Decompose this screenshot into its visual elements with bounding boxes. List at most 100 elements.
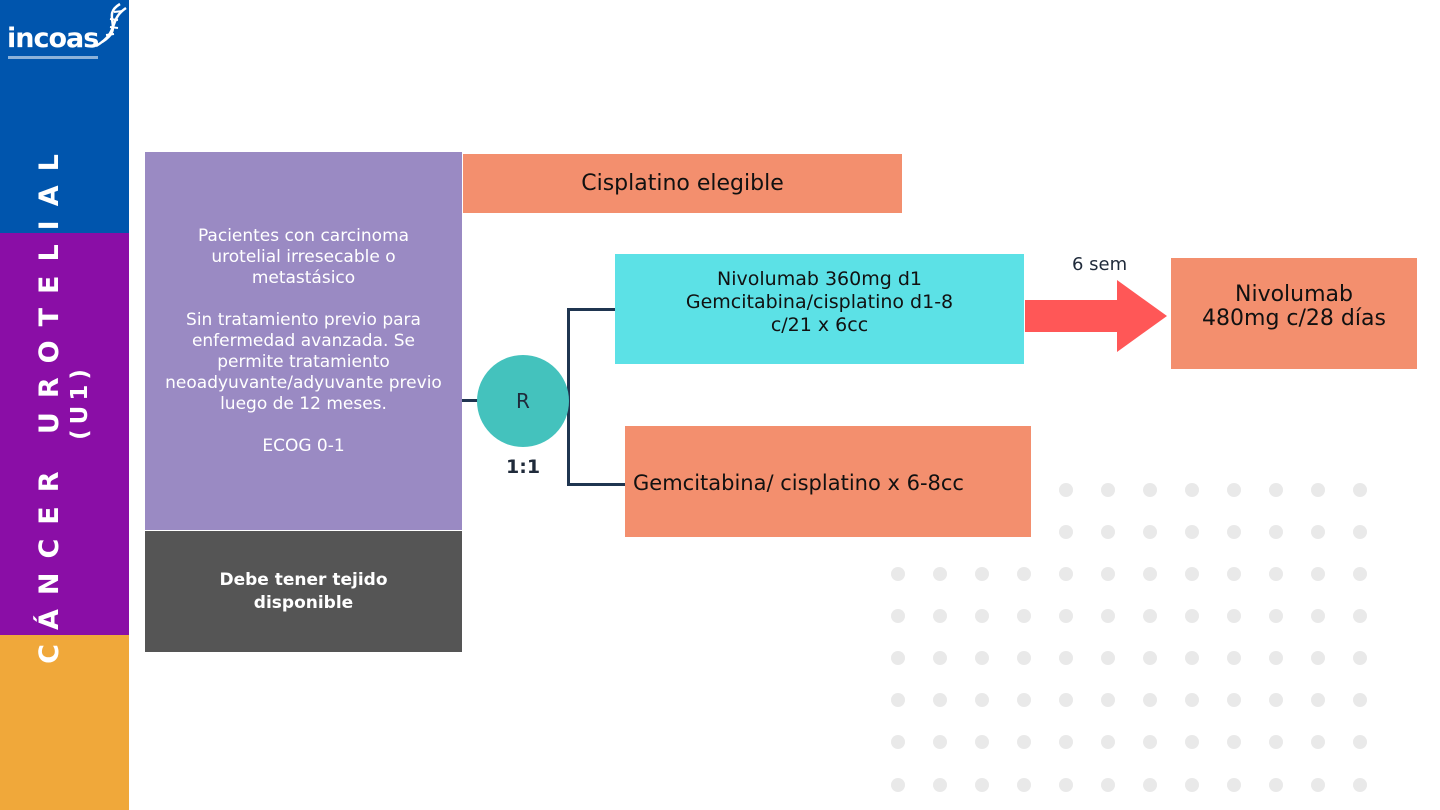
- population-text-3: ECOG 0-1: [262, 435, 345, 456]
- decorative-dot: [933, 651, 947, 665]
- maintenance-line: Nivolumab: [1235, 281, 1353, 307]
- decorative-dot: [1353, 609, 1367, 623]
- decorative-dot: [1017, 567, 1031, 581]
- decorative-dot: [1311, 525, 1325, 539]
- decorative-dot: [1311, 778, 1325, 792]
- decorative-dot: [1059, 735, 1073, 749]
- decorative-dot: [975, 735, 989, 749]
- decorative-dot: [1353, 525, 1367, 539]
- decorative-dot: [1017, 651, 1031, 665]
- decorative-dot: [891, 778, 905, 792]
- randomization-ratio: 1:1: [506, 456, 541, 478]
- decorative-dot: [1143, 651, 1157, 665]
- decorative-dot: [1185, 567, 1199, 581]
- decorative-dot: [1101, 483, 1115, 497]
- decorative-dot: [933, 778, 947, 792]
- decorative-dot: [1227, 609, 1241, 623]
- decorative-dot: [1017, 693, 1031, 707]
- decorative-dot: [933, 735, 947, 749]
- decorative-dot: [975, 567, 989, 581]
- decorative-dot: [891, 567, 905, 581]
- decorative-dot: [1017, 735, 1031, 749]
- decorative-dot: [1353, 693, 1367, 707]
- decorative-dot: [1227, 567, 1241, 581]
- decorative-dot: [1143, 525, 1157, 539]
- sidebar-title-line1: CÁNCER UROTELIAL: [34, 140, 65, 664]
- decorative-dot: [1269, 567, 1283, 581]
- decorative-dot: [1017, 778, 1031, 792]
- decorative-dot: [891, 693, 905, 707]
- decorative-dot: [1311, 609, 1325, 623]
- decorative-dot: [1101, 735, 1115, 749]
- decorative-dot: [1101, 778, 1115, 792]
- logo-tagline: [8, 56, 98, 59]
- decorative-dot: [1227, 735, 1241, 749]
- decorative-dot: [1017, 609, 1031, 623]
- arrow-right-icon: [1025, 280, 1167, 352]
- decorative-dot: [1227, 483, 1241, 497]
- connector-population-to-r: [462, 399, 478, 402]
- decorative-dot: [1185, 693, 1199, 707]
- decorative-dot: [1059, 525, 1073, 539]
- decorative-dot: [891, 651, 905, 665]
- decorative-dot: [891, 609, 905, 623]
- decorative-dot: [1269, 693, 1283, 707]
- decorative-dot: [1227, 693, 1241, 707]
- logo-text: incoas: [7, 23, 99, 54]
- connector-to-arm1: [567, 308, 615, 311]
- decorative-dot: [1101, 567, 1115, 581]
- dna-icon: [95, 2, 127, 48]
- population-text-2: Sin tratamiento previo para enfermedad a…: [165, 309, 442, 414]
- decorative-dot: [1101, 651, 1115, 665]
- decorative-dot: [1059, 567, 1073, 581]
- connector-to-arm2: [567, 483, 625, 486]
- decorative-dot: [1227, 525, 1241, 539]
- decorative-dot: [1059, 778, 1073, 792]
- sidebar-title-line2: (U1): [67, 364, 93, 440]
- decorative-dot: [975, 693, 989, 707]
- decorative-dot: [1353, 735, 1367, 749]
- decorative-dot: [1059, 651, 1073, 665]
- arm-control-box: Gemcitabina/ cisplatino x 6-8cc: [625, 426, 1031, 537]
- sidebar-title: CÁNCER UROTELIAL (U1): [34, 140, 94, 664]
- decorative-dot: [1311, 651, 1325, 665]
- decorative-dot: [1143, 778, 1157, 792]
- population-box: Pacientes con carcinoma urotelial irrese…: [145, 152, 462, 530]
- decorative-dot: [1353, 651, 1367, 665]
- arm-experimental-box: Nivolumab 360mg d1 Gemcitabina/cisplatin…: [615, 254, 1024, 364]
- decorative-dot: [1143, 693, 1157, 707]
- decorative-dot: [1143, 483, 1157, 497]
- tissue-box: Debe tener tejido disponible: [145, 531, 462, 652]
- decorative-dot: [1269, 735, 1283, 749]
- decorative-dot: [1185, 778, 1199, 792]
- sidebar-purple-band: [0, 233, 129, 635]
- decorative-dot: [933, 693, 947, 707]
- eligibility-box: Cisplatino elegible: [463, 154, 902, 213]
- decorative-dot: [1059, 693, 1073, 707]
- decorative-dot: [1353, 778, 1367, 792]
- decorative-dot: [1185, 525, 1199, 539]
- arm1-line: Nivolumab 360mg d1: [717, 267, 922, 290]
- sidebar-orange-band: [0, 635, 129, 810]
- decorative-dot: [1269, 651, 1283, 665]
- decorative-dot: [1269, 778, 1283, 792]
- decorative-dot: [1101, 525, 1115, 539]
- transition-label: 6 sem: [1072, 254, 1128, 275]
- decorative-dot: [975, 609, 989, 623]
- decorative-dot: [1143, 609, 1157, 623]
- decorative-dot: [1269, 609, 1283, 623]
- decorative-dot: [1185, 735, 1199, 749]
- decorative-dot: [1353, 483, 1367, 497]
- decorative-dot: [1143, 735, 1157, 749]
- decorative-dot: [1353, 567, 1367, 581]
- population-text-1: Pacientes con carcinoma urotelial irrese…: [197, 225, 410, 288]
- maintenance-box: Nivolumab 480mg c/28 días: [1171, 258, 1417, 369]
- decorative-dot: [1185, 651, 1199, 665]
- decorative-dot: [1227, 778, 1241, 792]
- decorative-dot: [1311, 693, 1325, 707]
- decorative-dot: [1227, 651, 1241, 665]
- decorative-dot: [975, 778, 989, 792]
- decorative-dot: [1059, 483, 1073, 497]
- decorative-dot: [933, 567, 947, 581]
- decorative-dot: [1311, 567, 1325, 581]
